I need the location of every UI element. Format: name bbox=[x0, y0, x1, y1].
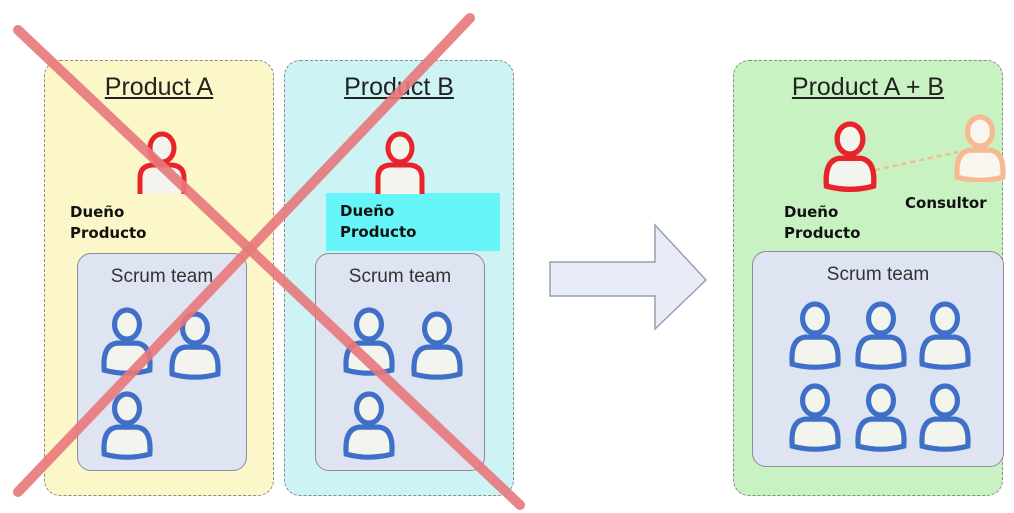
owner-label-line1: Dueño bbox=[340, 202, 395, 220]
product-b-owner-icon bbox=[375, 131, 425, 194]
person-icon bbox=[169, 311, 221, 380]
consultant-icon bbox=[954, 114, 1006, 182]
product-b-owner-label: Dueño Producto bbox=[326, 193, 500, 251]
person-icon bbox=[101, 391, 153, 460]
scrum-team-label: Scrum team bbox=[110, 266, 214, 287]
person-icon bbox=[343, 391, 395, 460]
owner-label-line2: Producto bbox=[340, 223, 417, 241]
person-icon bbox=[789, 301, 841, 370]
person-icon bbox=[919, 383, 971, 452]
owner-label-line2: Producto bbox=[70, 224, 147, 242]
product-ab-owner-icon bbox=[823, 121, 877, 192]
scrum-team-label: Scrum team bbox=[826, 264, 930, 285]
owner-label-line1: Dueño bbox=[784, 203, 839, 221]
product-ab-owner-label: Dueño Producto bbox=[784, 202, 884, 244]
scrum-team-label: Scrum team bbox=[348, 266, 452, 287]
person-icon bbox=[789, 383, 841, 452]
product-ab-title: Product A + B bbox=[791, 73, 945, 101]
person-icon bbox=[411, 311, 463, 380]
person-icon bbox=[919, 301, 971, 370]
owner-label-line1: Dueño bbox=[70, 203, 125, 221]
consultant-label: Consultor bbox=[905, 194, 987, 212]
person-icon bbox=[855, 383, 907, 452]
owner-label-line2: Producto bbox=[784, 224, 861, 242]
person-icon bbox=[855, 301, 907, 370]
product-a-title: Product A bbox=[104, 73, 214, 101]
